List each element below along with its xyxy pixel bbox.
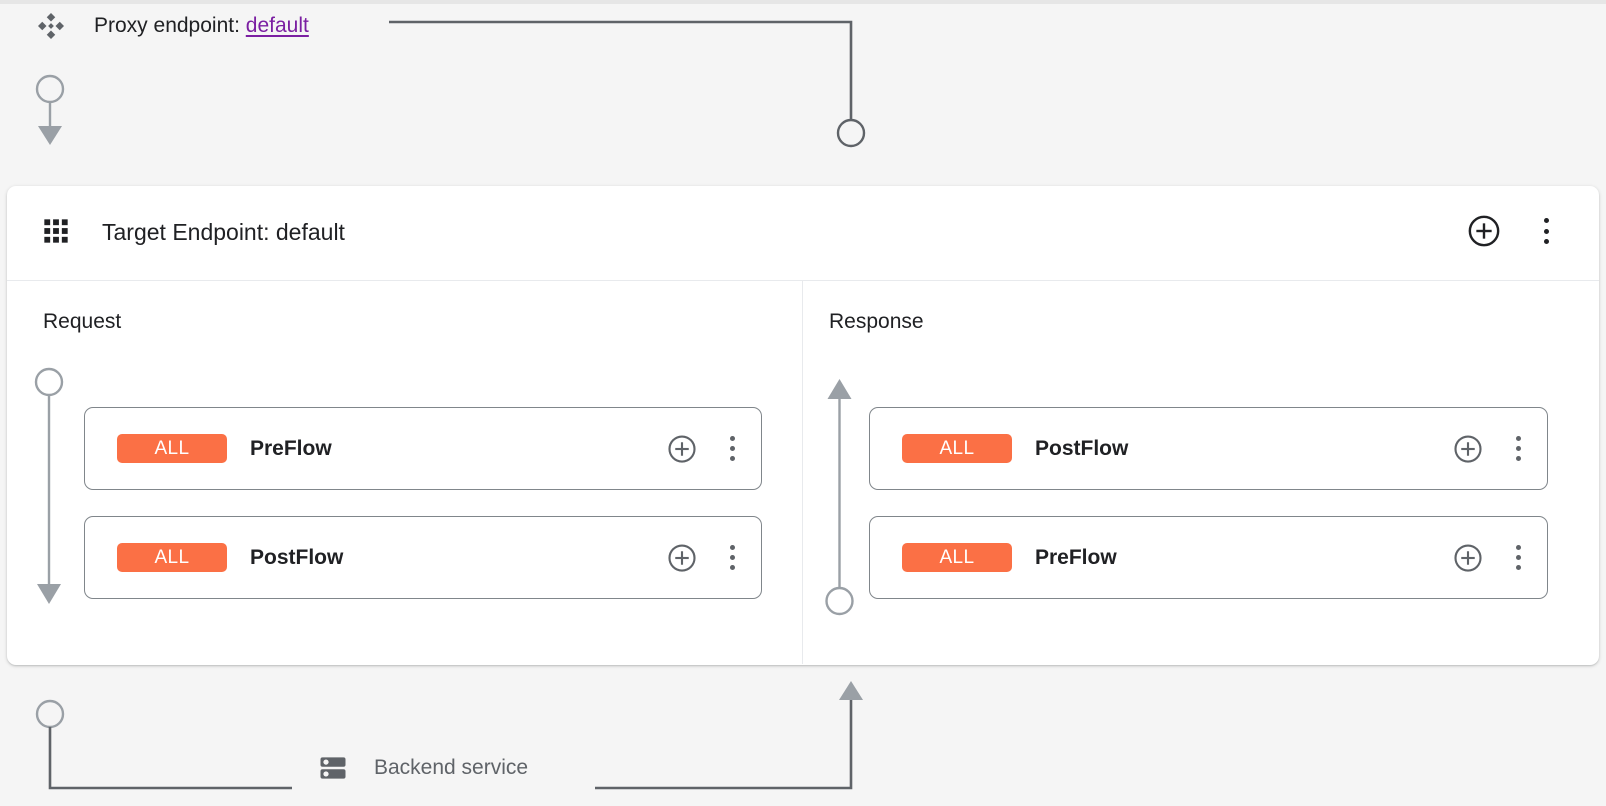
menu-dot [1515,436,1521,441]
more-vert-icon[interactable] [721,434,743,464]
more-vert-icon[interactable] [721,543,743,573]
flow-name: PreFlow [1035,545,1117,569]
menu-dot [1515,446,1521,451]
response-column: Response ALL PostFlow [803,281,1598,664]
menu-dot [729,456,735,461]
top-edge-divider [0,0,1606,4]
request-column-label: Request [43,310,122,333]
flow-card[interactable]: ALL PostFlow [84,516,762,599]
backend-service[interactable]: Backend service [318,753,528,783]
backend-service-label: Backend service [374,756,529,779]
flow-badge: ALL [902,434,1012,463]
proxy-endpoint-link[interactable]: default [245,14,309,37]
flow-badge: ALL [117,434,227,463]
target-endpoint-body: Request ALL PreFlow [7,281,1599,664]
more-vert-icon[interactable] [1533,214,1559,248]
flow-actions [1453,434,1529,464]
add-circle-icon[interactable] [1467,214,1501,248]
target-endpoint-actions [1467,214,1599,248]
menu-dot [1515,545,1521,550]
menu-dot [1543,239,1549,244]
menu-dot [1515,456,1521,461]
flow-badge: ALL [902,543,1012,572]
flow-name: PreFlow [250,436,332,460]
more-vert-icon[interactable] [1507,434,1529,464]
target-endpoint-title: Target Endpoint: default [102,219,345,245]
add-circle-icon[interactable] [1453,434,1483,464]
grid-icon [42,217,70,245]
add-circle-icon[interactable] [1453,543,1483,573]
flow-card[interactable]: ALL PreFlow [84,407,762,490]
response-flow-list: ALL PostFlow [869,407,1548,599]
server-icon [318,753,348,783]
menu-dot [729,545,735,550]
flow-card[interactable]: ALL PostFlow [869,407,1548,490]
request-column: Request ALL PreFlow [7,281,803,664]
add-circle-icon[interactable] [667,434,697,464]
add-circle-icon[interactable] [667,543,697,573]
target-endpoint-header: Target Endpoint: default [7,186,1599,281]
request-flow-list: ALL PreFlow [84,407,762,599]
flow-card[interactable]: ALL PreFlow [869,516,1548,599]
menu-dot [729,446,735,451]
flow-name: PostFlow [250,545,344,569]
proxy-endpoint-title: Proxy endpoint: default [94,11,309,41]
proxy-endpoint-icon [36,11,66,41]
proxy-endpoint-row: Proxy endpoint: default [0,4,1606,48]
flow-actions [667,543,743,573]
target-endpoint-panel: Target Endpoint: default [7,186,1599,665]
more-vert-icon[interactable] [1507,543,1529,573]
menu-dot [1543,218,1549,223]
menu-dot [1515,555,1521,560]
flow-actions [667,434,743,464]
menu-dot [729,436,735,441]
flow-badge: ALL [117,543,227,572]
menu-dot [1543,228,1549,234]
response-column-label: Response [829,310,924,333]
menu-dot [1515,565,1521,570]
proxy-endpoint-label: Proxy endpoint: [94,14,240,37]
flow-actions [1453,543,1529,573]
menu-dot [729,555,735,560]
flow-name: PostFlow [1035,436,1129,460]
menu-dot [729,565,735,570]
